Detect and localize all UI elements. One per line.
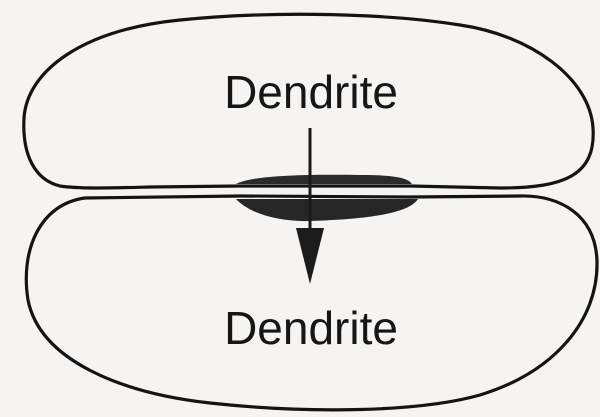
lower-dendrite-label: Dendrite bbox=[224, 302, 398, 354]
upper-synaptic-density bbox=[236, 174, 412, 184]
lower-dendrite-outline bbox=[24, 194, 599, 412]
arrow-head bbox=[296, 228, 324, 284]
upper-dendrite-label: Dendrite bbox=[224, 66, 398, 118]
lower-synaptic-density bbox=[236, 199, 418, 222]
upper-dendrite-outline bbox=[22, 12, 595, 190]
